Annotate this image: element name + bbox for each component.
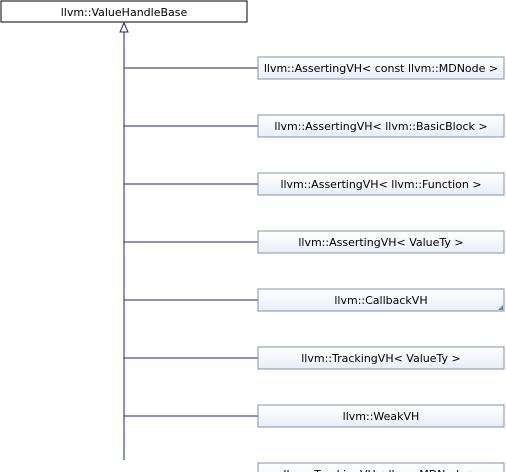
derived-class-box — [257, 230, 505, 254]
derived-class-box — [257, 404, 505, 428]
derived-class-label: llvm::TrackingVH< ValueTy > — [301, 352, 461, 365]
derived-class-node[interactable]: llvm::AssertingVH< llvm::Function > — [124, 172, 505, 196]
derived-class-box — [257, 172, 505, 196]
base-class-box — [1, 1, 247, 22]
derived-class-node[interactable]: llvm::AssertingVH< ValueTy > — [124, 230, 505, 254]
derived-class-label: llvm::TrackingVH< llvm::MDNode > — [283, 468, 478, 472]
derived-class-label: llvm::WeakVH — [343, 410, 420, 423]
derived-class-box — [257, 346, 505, 370]
derived-class-node[interactable]: llvm::TrackingVH< ValueTy > — [124, 346, 505, 370]
derived-class-label: llvm::AssertingVH< ValueTy > — [298, 236, 463, 249]
base-class-node[interactable]: llvm::ValueHandleBase — [0, 0, 248, 23]
derived-classes-group: llvm::AssertingVH< const llvm::MDNode >l… — [124, 56, 505, 472]
derived-class-node[interactable]: llvm::AssertingVH< const llvm::MDNode > — [124, 56, 505, 80]
derived-class-node[interactable]: llvm::CallbackVH — [124, 288, 505, 312]
derived-class-label: llvm::AssertingVH< llvm::Function > — [280, 178, 481, 191]
derived-class-box — [257, 56, 505, 80]
more-subclasses-marker — [498, 305, 503, 310]
derived-class-node[interactable]: llvm::AssertingVH< llvm::BasicBlock > — [124, 114, 505, 138]
base-class-label: llvm::ValueHandleBase — [61, 6, 188, 19]
derived-class-label: llvm::CallbackVH — [334, 294, 427, 307]
derived-class-box — [257, 288, 505, 312]
derived-class-box — [257, 462, 505, 472]
derived-class-node[interactable]: llvm::TrackingVH< llvm::MDNode > — [124, 462, 505, 472]
inheritance-arrowhead — [119, 21, 129, 33]
derived-class-label: llvm::AssertingVH< llvm::BasicBlock > — [274, 120, 487, 133]
derived-class-node[interactable]: llvm::WeakVH — [124, 404, 505, 428]
derived-class-box — [257, 114, 505, 138]
derived-class-label: llvm::AssertingVH< const llvm::MDNode > — [264, 62, 498, 75]
